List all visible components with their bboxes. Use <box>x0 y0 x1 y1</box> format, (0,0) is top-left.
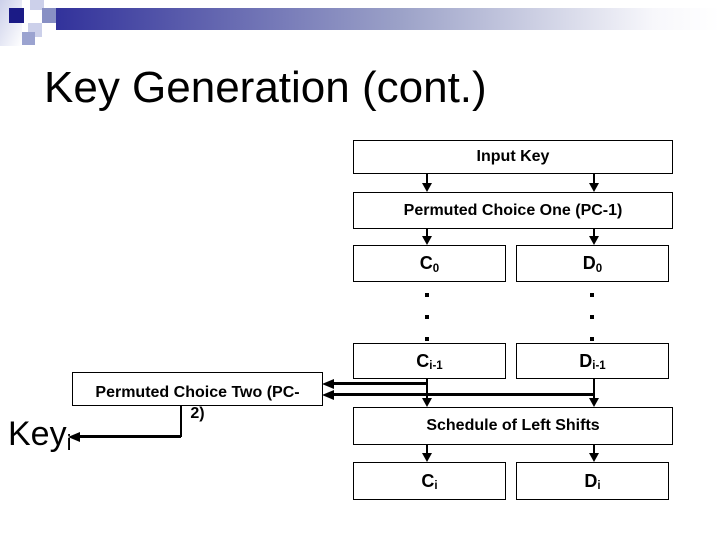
box-c0-label: C0 <box>419 253 440 275</box>
connector-diprev-pc2-arrowhead <box>322 390 334 400</box>
accent-square-medium <box>42 8 56 23</box>
connector-pc2-key-vline <box>180 406 182 437</box>
box-d-i-minus-1: Di-1 <box>516 343 669 379</box>
box-d-i-minus-1-label: Di-1 <box>579 350 606 373</box>
box-c-i-label: Ci <box>421 470 438 493</box>
connector-input-pc1-left-arrowhead <box>422 183 432 192</box>
connector-schedule-di-arrowhead <box>589 453 599 462</box>
connector-pc1-c0-arrowhead <box>422 236 432 245</box>
connector-diprev-pc2-line <box>332 393 595 396</box>
box-input-key-label: Input Key <box>476 148 550 165</box>
box-d0-label: D0 <box>582 253 603 275</box>
box-permuted-choice-one: Permuted Choice One (PC-1) <box>353 192 673 229</box>
vertical-ellipsis-dot <box>425 293 429 297</box>
header-gradient-strip <box>0 0 22 46</box>
connector-pc2-key-arrowhead <box>68 432 80 442</box>
box-schedule-label: Schedule of Left Shifts <box>426 417 600 434</box>
connector-schedule-ci-arrowhead <box>422 453 432 462</box>
box-c-i-minus-1: Ci-1 <box>353 343 506 379</box>
header-gradient-bar <box>56 8 720 30</box>
box-d-i: Di <box>516 462 669 500</box>
box-input-key: Input Key <box>353 140 673 174</box>
box-permuted-choice-two: Permuted Choice Two (PC- 2) <box>72 372 323 422</box>
accent-square-light-top <box>30 0 44 10</box>
connector-ciprev-pc2-arrowhead <box>322 379 334 389</box>
vertical-ellipsis-dot <box>425 337 429 341</box>
box-pc1-label: Permuted Choice One (PC-1) <box>403 201 623 219</box>
key-output-label: Keyi <box>8 415 72 455</box>
box-pc2-label: Permuted Choice Two (PC- 2) <box>95 384 300 422</box>
box-d0: D0 <box>516 245 669 282</box>
connector-schedule-ci-line <box>426 445 428 454</box>
connector-input-pc1-right-line <box>593 174 595 184</box>
connector-ciprev-schedule-arrowhead <box>422 398 432 407</box>
box-c-i: Ci <box>353 462 506 500</box>
connector-pc1-d0-arrowhead <box>589 236 599 245</box>
connector-schedule-di-line <box>593 445 595 454</box>
slide-title: Key Generation (cont.) <box>44 63 487 112</box>
accent-square-dark <box>9 8 24 23</box>
accent-square-medium-low <box>22 32 35 45</box>
vertical-ellipsis-dot <box>590 337 594 341</box>
vertical-ellipsis-dot <box>425 315 429 319</box>
connector-pc2-key-hline <box>80 435 181 438</box>
box-c-i-minus-1-label: Ci-1 <box>416 350 443 373</box>
vertical-ellipsis-dot <box>590 315 594 319</box>
connector-pc1-d0-line <box>593 229 595 237</box>
connector-pc1-c0-line <box>426 229 428 237</box>
connector-diprev-schedule-arrowhead <box>589 398 599 407</box>
box-schedule-left-shifts: Schedule of Left Shifts <box>353 407 673 445</box>
box-c0: C0 <box>353 245 506 282</box>
connector-ciprev-schedule-line <box>426 379 428 399</box>
vertical-ellipsis-dot <box>590 293 594 297</box>
connector-diprev-schedule-line <box>593 379 595 399</box>
connector-input-pc1-right-arrowhead <box>589 183 599 192</box>
connector-input-pc1-left-line <box>426 174 428 184</box>
box-d-i-label: Di <box>584 470 601 493</box>
connector-ciprev-pc2-line <box>332 382 427 385</box>
